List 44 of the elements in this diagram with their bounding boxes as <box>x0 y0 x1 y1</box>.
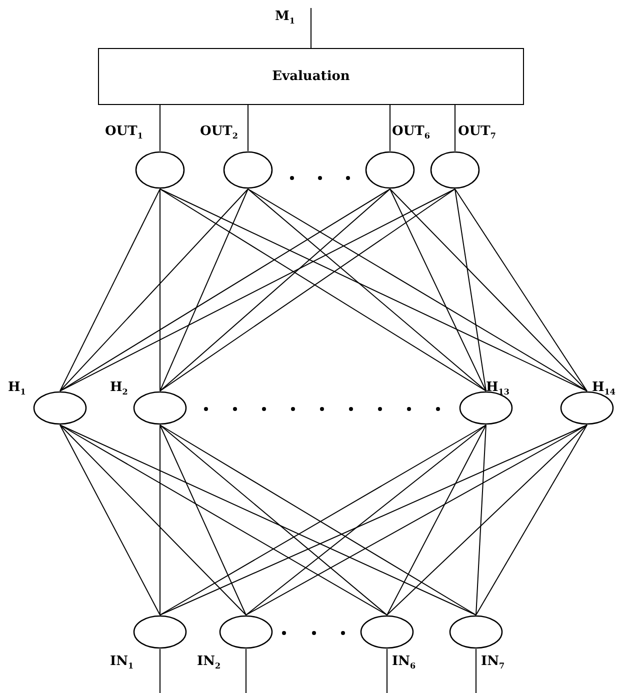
connector-line <box>60 424 388 616</box>
node-label: H$_{2}$ <box>110 381 128 396</box>
connector-line <box>386 424 486 616</box>
connector-line <box>310 8 312 48</box>
connector-line <box>246 424 588 616</box>
connector-line <box>160 188 588 392</box>
node-label: H$_{14}$ <box>592 381 616 396</box>
connector-line <box>390 188 486 392</box>
connector-line <box>390 188 588 392</box>
node-label: IN$_{7}$ <box>481 655 505 670</box>
node-label: OUT$_{7}$ <box>458 125 496 140</box>
connector-line <box>454 104 456 152</box>
node-label: IN$_{2}$ <box>197 655 221 670</box>
node-label: IN$_{6}$ <box>392 655 416 670</box>
connector-line <box>60 188 160 392</box>
connector-line <box>454 188 486 392</box>
connector-line <box>160 188 390 392</box>
connector-line <box>160 424 588 616</box>
node-label: IN$_{1}$ <box>110 655 134 670</box>
box-title: Evaluation <box>272 69 350 84</box>
connector-line <box>476 424 588 616</box>
connector-line <box>60 188 248 392</box>
connector-line <box>60 188 456 392</box>
connector-line <box>60 424 246 616</box>
connector-line <box>60 424 160 616</box>
node-label: OUT$_{1}$ <box>105 125 143 140</box>
connector-line <box>248 188 486 392</box>
connector-line <box>60 424 476 616</box>
node-label: H$_{1}$ <box>8 381 26 396</box>
evaluation-box <box>98 48 524 105</box>
connector-line <box>386 424 588 616</box>
connector-line <box>386 648 388 693</box>
connector-line <box>160 424 388 616</box>
node-label: H$_{13}$ <box>486 381 510 396</box>
connector-line <box>246 424 486 616</box>
connector-line <box>160 188 248 392</box>
connector-line <box>476 424 486 616</box>
connector-line <box>454 188 588 392</box>
edge-label: M$_{1}$ <box>275 10 295 25</box>
node-label: OUT$_{2}$ <box>200 125 238 140</box>
connector-line <box>60 188 390 392</box>
node-label: OUT$_{6}$ <box>392 125 430 140</box>
connector-line <box>248 188 588 392</box>
connector-line <box>160 424 246 616</box>
